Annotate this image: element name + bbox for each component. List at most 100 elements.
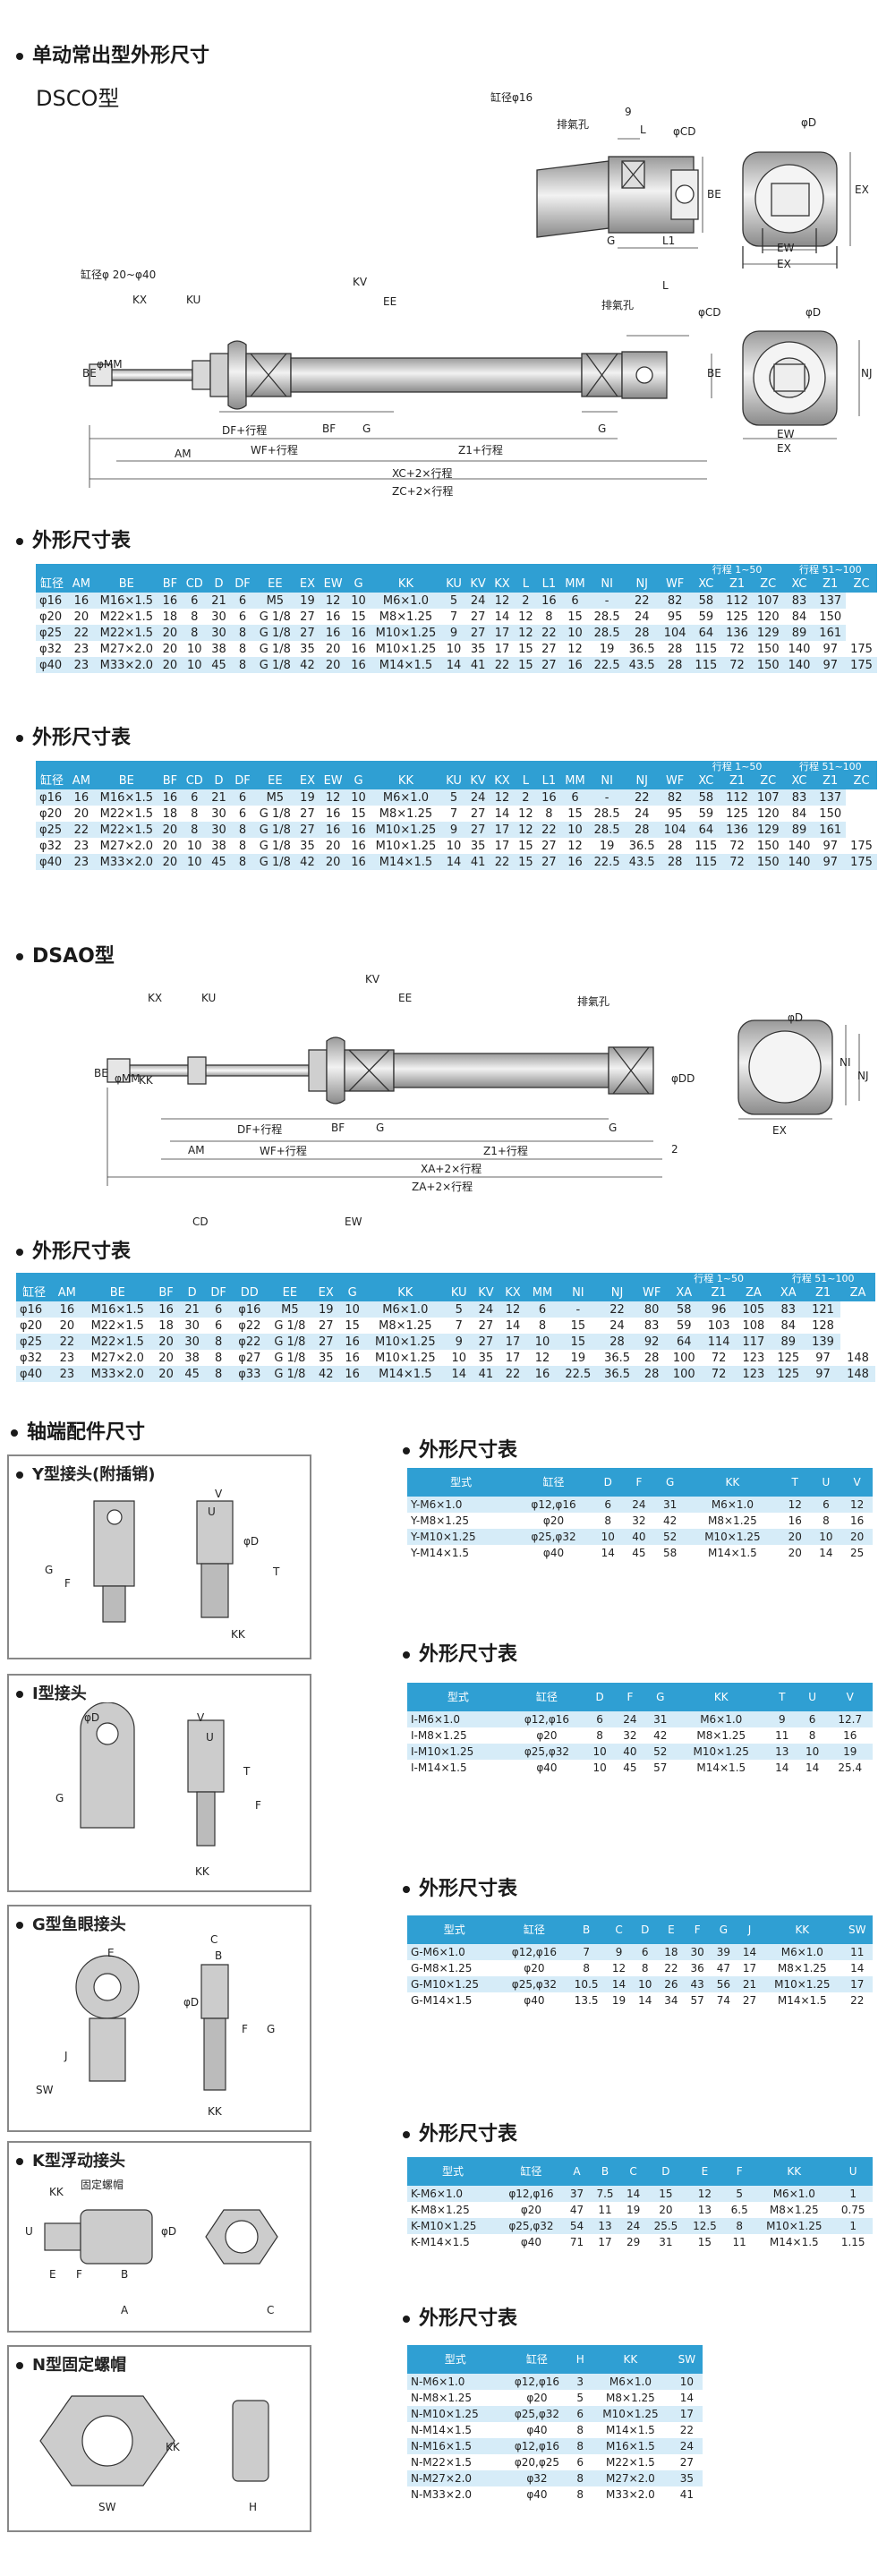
table-cell: M27×2.0 bbox=[94, 838, 158, 854]
table1-heading: 外形尺寸表 bbox=[16, 525, 131, 553]
table-cell: 27 bbox=[295, 822, 320, 838]
table-cell: φ40 bbox=[501, 1992, 567, 2009]
table-cell: 19 bbox=[589, 838, 625, 854]
stroke-range-header: 行程 1~50 bbox=[690, 564, 784, 576]
table-cell: 92 bbox=[636, 1334, 667, 1350]
table-cell: 30 bbox=[207, 806, 231, 822]
table-cell: 83 bbox=[636, 1318, 667, 1334]
y-joint-drawing bbox=[93, 1500, 234, 1623]
table-cell: K-M10×1.25 bbox=[407, 2218, 499, 2234]
table-cell: 20 bbox=[319, 641, 347, 657]
table-cell: 28 bbox=[636, 1350, 667, 1366]
column-header: AM bbox=[67, 576, 95, 593]
table-cell: φ32 bbox=[36, 641, 68, 657]
table-cell: 2 bbox=[514, 593, 538, 609]
table-cell: 22 bbox=[537, 625, 561, 641]
table-cell: 84 bbox=[783, 609, 815, 625]
table-cell: 150 bbox=[752, 641, 784, 657]
table-cell: 14 bbox=[620, 2186, 647, 2202]
bore16-label: 缸径φ16 bbox=[490, 91, 533, 104]
table-cell: 1 bbox=[833, 2218, 873, 2234]
table-cell: φ16 bbox=[36, 789, 68, 806]
table-cell: 107 bbox=[752, 789, 784, 806]
n-nut-title: N型固定螺帽 bbox=[16, 2352, 126, 2376]
table-cell: 128 bbox=[806, 1318, 840, 1334]
table-cell: 20 bbox=[646, 2202, 686, 2218]
table-cell: 16 bbox=[339, 1366, 366, 1382]
table-cell: 8 bbox=[205, 1334, 233, 1350]
table-cell: 15 bbox=[339, 1318, 366, 1334]
table-cell: M33×2.0 bbox=[94, 657, 158, 673]
table-cell: 17 bbox=[490, 641, 515, 657]
table-cell: M22×1.5 bbox=[94, 806, 158, 822]
table-cell: 125 bbox=[721, 609, 753, 625]
column-header: NJ bbox=[597, 1285, 637, 1301]
table-cell: 16 bbox=[526, 1366, 559, 1382]
table-cell: 25 bbox=[841, 1545, 873, 1561]
table-cell: 140 bbox=[783, 641, 815, 657]
table-cell: φ20 bbox=[16, 1318, 53, 1334]
g-J: J bbox=[64, 2050, 68, 2062]
table-cell: M8×1.25 bbox=[590, 2390, 671, 2406]
table-cell: 74 bbox=[710, 1992, 737, 2009]
table-cell: M14×1.5 bbox=[763, 1992, 842, 2009]
table-cell: M14×1.5 bbox=[754, 2234, 834, 2250]
table-cell: 12 bbox=[514, 609, 538, 625]
table-cell: φ12,φ16 bbox=[501, 1944, 567, 1960]
i-U: U bbox=[206, 1731, 214, 1744]
table-cell: 175 bbox=[846, 838, 877, 854]
table-cell: 24 bbox=[620, 2218, 647, 2234]
table-cell: 83 bbox=[783, 593, 815, 609]
table-cell: 16 bbox=[346, 822, 371, 838]
table-cell: 16 bbox=[346, 838, 371, 854]
table-cell: 8 bbox=[570, 2438, 591, 2454]
table-cell: 11 bbox=[590, 2202, 620, 2218]
column-header: EX bbox=[312, 1285, 340, 1301]
dsao-drawing bbox=[107, 1019, 860, 1186]
table-cell: 41 bbox=[472, 1366, 499, 1382]
table-cell: 47 bbox=[710, 1960, 737, 1976]
table-cell: 150 bbox=[814, 609, 847, 625]
table-cell: G 1/8 bbox=[254, 641, 296, 657]
table-cell: 18 bbox=[158, 806, 182, 822]
table-cell: 8 bbox=[570, 2486, 591, 2503]
table-cell: 100 bbox=[666, 1366, 702, 1382]
model-dsao: DSAO型 bbox=[16, 940, 115, 968]
table-cell: 12 bbox=[514, 806, 538, 822]
table-cell: 12 bbox=[605, 1960, 633, 1976]
column-header: XA bbox=[666, 1285, 702, 1301]
table-cell: φ25,φ32 bbox=[503, 2406, 571, 2422]
table-cell: 54 bbox=[563, 2218, 591, 2234]
table-cell: φ12,φ16 bbox=[503, 2438, 571, 2454]
g-joint-drawing bbox=[75, 1955, 229, 2091]
table-cell: M27×2.0 bbox=[94, 641, 158, 657]
table-cell: M10×1.25 bbox=[675, 1744, 767, 1760]
table-cell: 35 bbox=[295, 641, 320, 657]
table-cell: 30 bbox=[207, 609, 231, 625]
table-cell: 16 bbox=[346, 657, 371, 673]
table-cell: 41 bbox=[670, 2486, 703, 2503]
table-cell: M10×1.25 bbox=[370, 822, 442, 838]
table-cell: 28 bbox=[636, 1366, 667, 1382]
table-cell: 23 bbox=[67, 854, 95, 870]
table-cell: 32 bbox=[615, 1727, 645, 1744]
table-cell: 58 bbox=[654, 1545, 686, 1561]
table-cell: 150 bbox=[752, 657, 784, 673]
section-title-single-acting: 单动常出型外形尺寸 bbox=[16, 39, 209, 68]
table-cell: φ20 bbox=[501, 1960, 567, 1976]
table-cell: 14 bbox=[592, 1545, 624, 1561]
column-header: D bbox=[592, 1468, 624, 1497]
table-cell: M6×1.0 bbox=[754, 2186, 834, 2202]
table-cell: 30 bbox=[207, 822, 231, 838]
table-cell: 27 bbox=[537, 657, 561, 673]
table-cell: N-M6×1.0 bbox=[407, 2374, 504, 2390]
dsao-EE: EE bbox=[398, 992, 413, 1004]
table-cell: 37 bbox=[563, 2186, 591, 2202]
column-header: G bbox=[710, 1915, 737, 1944]
table-cell: 17 bbox=[499, 1334, 527, 1350]
table-cell: 72 bbox=[721, 854, 753, 870]
